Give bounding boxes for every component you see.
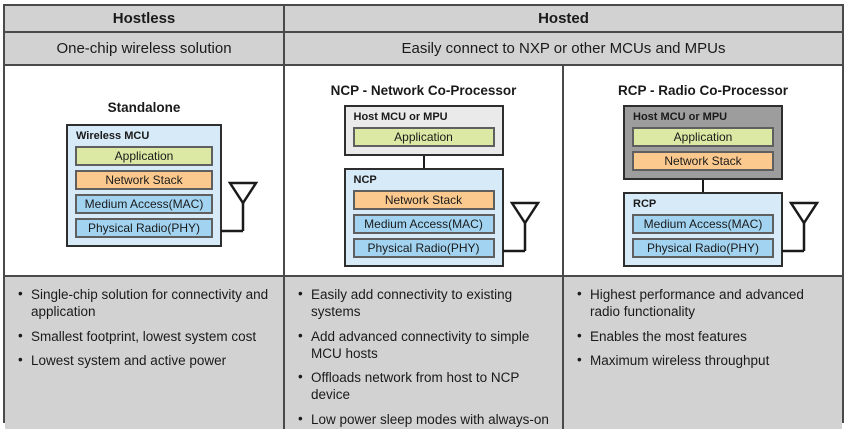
antenna-icon — [782, 201, 820, 253]
subtitle-hostless: One-chip wireless solution — [5, 33, 285, 66]
standalone-stage: Wireless MCU Application Network Stack M… — [66, 124, 259, 247]
rcp-host-box: Host MCU or MPU Application Network Stac… — [623, 105, 783, 180]
ncp-label: NCP — [353, 174, 377, 186]
host-connector-line — [422, 156, 425, 168]
layer-application: Application — [352, 127, 495, 147]
layer-network-stack: Network Stack — [632, 151, 774, 171]
antenna-icon — [502, 201, 540, 253]
bullet-item: Offloads network from host to NCP device — [297, 368, 554, 404]
layer-physical-radio: Physical Radio(PHY) — [632, 238, 774, 258]
comparison-table: Hostless Hosted One-chip wireless soluti… — [3, 4, 844, 429]
ncp-title: NCP - Network Co-Processor — [330, 83, 517, 98]
ncp-stage: Host MCU or MPU Application NCP Network … — [343, 105, 540, 267]
host-connector-line — [702, 180, 704, 192]
header-cell-hostless: Hostless — [5, 6, 285, 33]
rcp-diagram-cell: RCP - Radio Co-Processor Host MCU or MPU… — [564, 66, 842, 277]
layer-medium-access: Medium Access(MAC) — [352, 214, 495, 234]
layer-physical-radio: Physical Radio(PHY) — [352, 238, 495, 258]
rcp-title: RCP - Radio Co-Processor — [617, 83, 789, 98]
standalone-bullets-cell: Single-chip solution for connectivity an… — [5, 277, 285, 429]
standalone-title: Standalone — [107, 100, 181, 115]
rcp-bullet-list: Highest performance and advanced radio f… — [576, 285, 834, 369]
layer-application: Application — [632, 127, 774, 147]
bullet-item: Maximum wireless throughput — [576, 351, 834, 369]
ncp-diagram-cell: NCP - Network Co-Processor Host MCU or M… — [285, 66, 564, 277]
ncp-host-label: Host MCU or MPU — [353, 111, 448, 123]
antenna-icon — [221, 181, 259, 233]
rcp-bullets-cell: Highest performance and advanced radio f… — [564, 277, 842, 429]
bullet-item: Highest performance and advanced radio f… — [576, 285, 834, 321]
ncp-bullets-cell: Easily add connectivity to existing syst… — [285, 277, 564, 429]
subtitle-hosted: Easily connect to NXP or other MCUs and … — [285, 33, 842, 66]
wireless-mcu-box: Wireless MCU Application Network Stack M… — [66, 124, 222, 247]
bullet-item: Low power sleep modes with always-on rad… — [297, 410, 554, 429]
standalone-diagram-cell: Standalone Wireless MCU Application Netw… — [5, 66, 285, 277]
bullet-item: Enables the most features — [576, 327, 834, 345]
bullet-item: Single-chip solution for connectivity an… — [17, 285, 275, 321]
bullet-item: Lowest system and active power — [17, 351, 275, 369]
rcp-box: RCP Medium Access(MAC) Physical Radio(PH… — [623, 192, 783, 267]
ncp-host-box: Host MCU or MPU Application — [343, 105, 504, 156]
rcp-stage: Host MCU or MPU Application Network Stac… — [623, 105, 820, 267]
bullet-item: Easily add connectivity to existing syst… — [297, 285, 554, 321]
layer-physical-radio: Physical Radio(PHY) — [75, 218, 213, 238]
layer-application: Application — [75, 146, 213, 166]
standalone-bullet-list: Single-chip solution for connectivity an… — [17, 285, 275, 369]
ncp-box: NCP Network Stack Medium Access(MAC) Phy… — [343, 168, 504, 267]
bullet-item: Smallest footprint, lowest system cost — [17, 327, 275, 345]
ncp-bullet-list: Easily add connectivity to existing syst… — [297, 285, 554, 429]
wireless-mcu-label: Wireless MCU — [76, 130, 150, 142]
rcp-label: RCP — [633, 198, 657, 210]
layer-medium-access: Medium Access(MAC) — [75, 194, 213, 214]
layer-medium-access: Medium Access(MAC) — [632, 214, 774, 234]
bullet-item: Add advanced connectivity to simple MCU … — [297, 327, 554, 363]
layer-network-stack: Network Stack — [352, 190, 495, 210]
layer-network-stack: Network Stack — [75, 170, 213, 190]
header-cell-hosted: Hosted — [285, 6, 842, 33]
rcp-host-label: Host MCU or MPU — [633, 111, 728, 123]
